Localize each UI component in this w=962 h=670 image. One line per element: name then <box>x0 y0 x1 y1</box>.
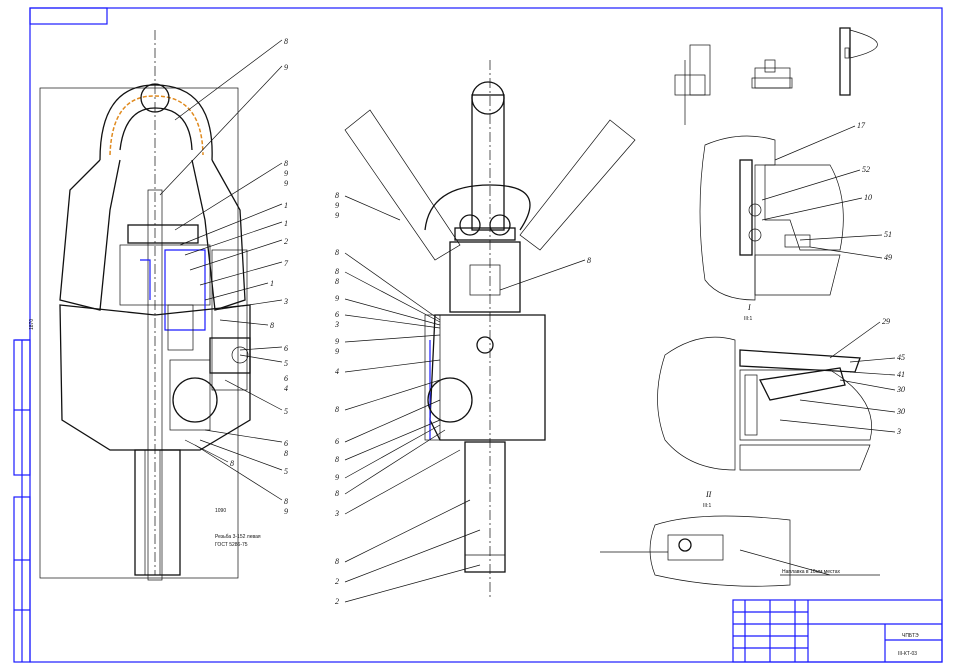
svg-text:1: 1 <box>270 279 274 288</box>
svg-text:4: 4 <box>284 384 288 393</box>
svg-text:8: 8 <box>335 405 339 414</box>
svg-text:51: 51 <box>884 230 892 239</box>
svg-text:3: 3 <box>334 320 339 329</box>
title-subcode: III-КТ-03 <box>898 651 917 657</box>
svg-text:9: 9 <box>284 63 288 72</box>
gost-note: ГОСТ 5286-75 <box>215 542 248 548</box>
dim-1090: 1090 <box>215 508 226 514</box>
svg-text:6: 6 <box>335 310 339 319</box>
svg-text:5: 5 <box>284 467 288 476</box>
svg-text:3: 3 <box>283 297 288 306</box>
detail-i-title: I <box>747 303 751 312</box>
svg-text:8: 8 <box>230 459 234 468</box>
svg-text:6: 6 <box>284 374 288 383</box>
svg-text:7: 7 <box>284 259 289 268</box>
svg-text:8: 8 <box>335 267 339 276</box>
svg-text:2: 2 <box>335 597 339 606</box>
svg-text:9: 9 <box>335 201 339 210</box>
svg-text:8: 8 <box>335 455 339 464</box>
svg-text:1: 1 <box>284 219 288 228</box>
svg-text:3: 3 <box>896 427 901 436</box>
bail-accent <box>109 95 204 156</box>
svg-text:6: 6 <box>284 344 288 353</box>
svg-text:9: 9 <box>335 473 339 482</box>
detail-view-ii: 29 45 41 30 30 3 II III:1 <box>657 317 905 509</box>
svg-text:2: 2 <box>335 577 339 586</box>
svg-text:10: 10 <box>864 193 872 202</box>
svg-text:52: 52 <box>862 165 870 174</box>
title-block: ЧПБТЭ III-КТ-03 <box>732 599 943 663</box>
svg-text:41: 41 <box>897 370 905 379</box>
svg-text:30: 30 <box>896 385 905 394</box>
svg-text:9: 9 <box>284 507 288 516</box>
svg-text:8: 8 <box>284 159 288 168</box>
svg-text:9: 9 <box>335 337 339 346</box>
detail-ii-title: II <box>705 490 712 499</box>
svg-text:8: 8 <box>335 557 339 566</box>
svg-text:8: 8 <box>335 489 339 498</box>
svg-text:49: 49 <box>884 253 892 262</box>
svg-text:5: 5 <box>284 407 288 416</box>
svg-text:8: 8 <box>284 497 288 506</box>
small-details <box>674 27 878 125</box>
svg-text:6: 6 <box>335 437 339 446</box>
detail-ii-leaders: 29 45 41 30 30 3 <box>779 317 905 436</box>
weld-note: Наплавка в 10мм местах <box>782 569 841 575</box>
detail-i-scale: III:1 <box>744 316 753 322</box>
svg-text:9: 9 <box>335 347 339 356</box>
main-leaders: 8 9 8 9 9 1 1 2 7 1 3 8 6 5 6 4 5 6 8 5 … <box>159 37 289 516</box>
svg-text:8: 8 <box>270 321 274 330</box>
svg-text:8: 8 <box>335 277 339 286</box>
main-section-view: 8 9 8 9 9 1 1 2 7 1 3 8 6 5 6 4 5 6 8 5 … <box>29 30 289 581</box>
detail-ii-scale: III:1 <box>703 503 712 509</box>
svg-text:9: 9 <box>335 294 339 303</box>
svg-text:30: 30 <box>896 407 905 416</box>
svg-text:8: 8 <box>335 191 339 200</box>
svg-text:29: 29 <box>882 317 890 326</box>
svg-text:9: 9 <box>335 211 339 220</box>
dim-1870: 1870 <box>29 319 35 330</box>
svg-text:4: 4 <box>335 367 339 376</box>
svg-text:45: 45 <box>897 353 905 362</box>
thread-note: Резьба 3-152 левая <box>215 534 261 540</box>
svg-text:8: 8 <box>587 256 591 265</box>
svg-text:17: 17 <box>857 121 866 130</box>
svg-text:8: 8 <box>284 37 288 46</box>
svg-text:2: 2 <box>284 237 288 246</box>
middle-assembly-view: 8 9 9 8 8 8 9 6 3 9 9 4 8 6 8 9 8 3 8 2 … <box>334 60 636 606</box>
svg-text:8: 8 <box>335 248 339 257</box>
sheet-frame <box>13 7 943 663</box>
detail-view-weld: Наплавка в 10мм местах <box>600 515 880 587</box>
svg-text:9: 9 <box>284 179 288 188</box>
svg-text:5: 5 <box>284 359 288 368</box>
middle-leaders: 8 9 9 8 8 8 9 6 3 9 9 4 8 6 8 9 8 3 8 2 … <box>334 191 591 606</box>
svg-text:3: 3 <box>334 509 339 518</box>
svg-text:9: 9 <box>284 169 288 178</box>
detail-i-leaders: 17 52 10 51 49 <box>761 121 892 262</box>
svg-text:8: 8 <box>284 449 288 458</box>
svg-text:6: 6 <box>284 439 288 448</box>
svg-text:1: 1 <box>284 201 288 210</box>
detail-view-i: 17 52 10 51 49 I III:1 <box>699 121 892 322</box>
title-code: ЧПБТЭ <box>902 633 919 639</box>
